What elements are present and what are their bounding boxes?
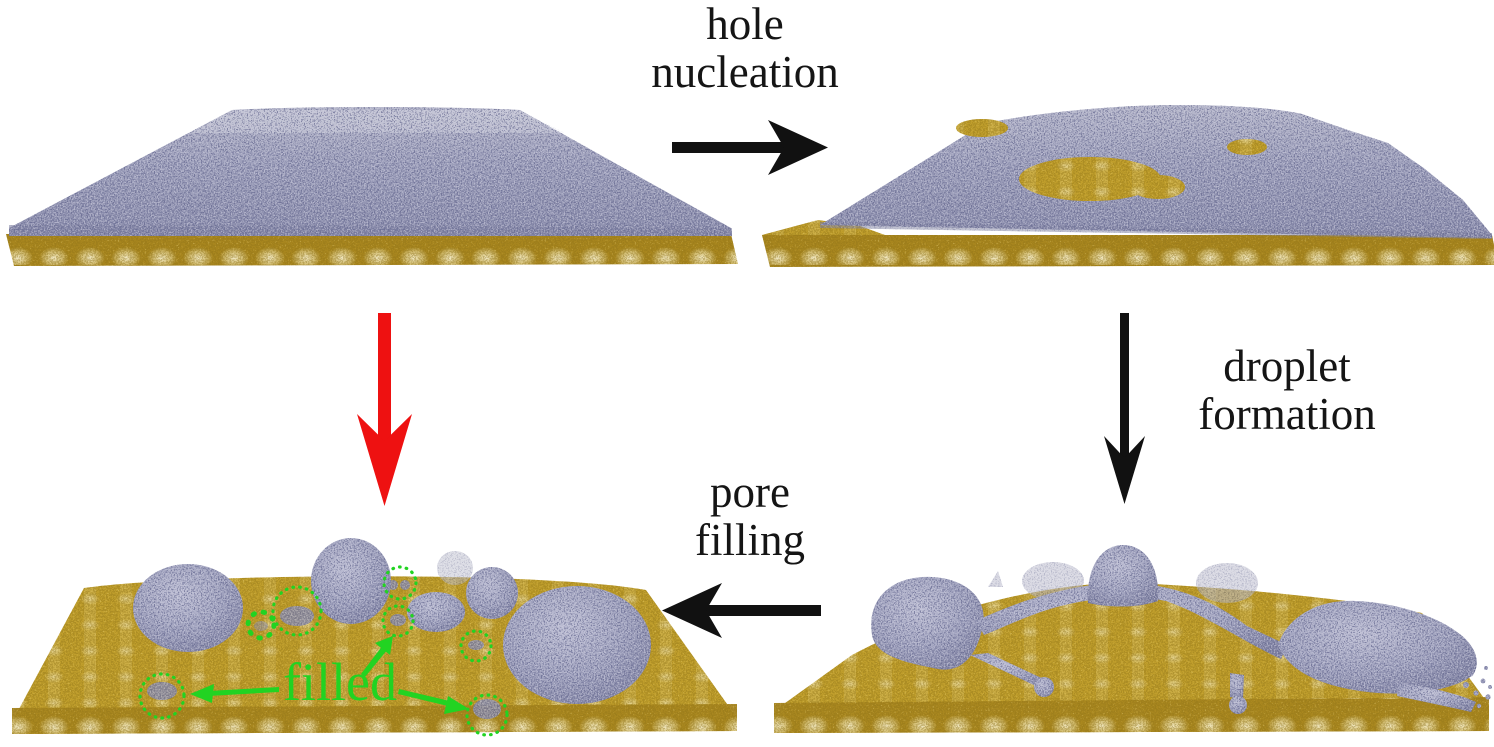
pore-plug — [254, 621, 268, 631]
label-pore-filling: pore filling — [620, 468, 880, 564]
label-line: nucleation — [651, 47, 839, 97]
pore-plug — [147, 682, 177, 700]
panel-hole-nucleation — [762, 105, 1494, 267]
hole-large-lobe — [1131, 175, 1185, 199]
pore-plug — [390, 614, 406, 626]
label-droplet-formation: droplet formation — [1157, 342, 1417, 438]
hole-small-left — [956, 119, 1008, 137]
label-line: formation — [1198, 389, 1376, 439]
liquid-spray — [1463, 666, 1492, 709]
dotted-circle — [245, 609, 277, 641]
pointer-arrow — [190, 684, 279, 703]
label-hole-nucleation: hole nucleation — [595, 0, 895, 96]
liquid-drip-bead — [1229, 696, 1247, 714]
liquid-drip-bead — [1034, 677, 1054, 697]
panel-pore-filling: filled — [12, 538, 737, 737]
droplet — [503, 586, 651, 704]
substrate-front-face — [6, 234, 738, 266]
liquid-blob-right — [1278, 600, 1477, 694]
dotted-circle — [381, 604, 415, 638]
filled-pores — [147, 580, 501, 719]
dewetting-liquid — [871, 545, 1492, 714]
left-arrow — [662, 583, 821, 638]
droplet — [311, 538, 391, 624]
pore-plug — [468, 640, 484, 650]
dotted-circle — [465, 693, 509, 737]
droplet-faint — [437, 551, 473, 585]
liquid-blob-left — [871, 576, 984, 670]
pointer-arrow — [361, 636, 393, 677]
pore-plug — [400, 580, 410, 590]
dotted-circle — [138, 672, 186, 720]
liquid-drip — [970, 653, 1048, 687]
label-line: filling — [695, 515, 805, 565]
filled-label: filled — [283, 652, 397, 712]
hole-small-right — [1227, 139, 1267, 155]
label-line: pore — [710, 467, 790, 517]
pore-plug — [280, 606, 314, 626]
pore-plug — [388, 580, 398, 590]
green-annotations — [138, 565, 509, 737]
green-pointer-arrows — [190, 636, 469, 714]
dotted-circle — [271, 585, 323, 637]
droplet — [466, 567, 518, 619]
hole-large — [1019, 157, 1161, 201]
dotted-circle — [459, 629, 493, 663]
dewetting-holes — [956, 119, 1267, 201]
dotted-circle — [382, 565, 418, 601]
liquid-drip — [1230, 673, 1244, 699]
panel-droplet-formation — [774, 545, 1492, 733]
droplet-faint — [988, 571, 1003, 587]
down-arrow — [1104, 313, 1145, 504]
droplets — [133, 538, 651, 704]
liquid-dome-center — [1087, 545, 1159, 607]
droplet — [133, 564, 243, 652]
pointer-arrow — [398, 689, 469, 714]
label-line: droplet — [1223, 341, 1351, 391]
liquid-film — [9, 107, 732, 236]
pore-plug — [473, 699, 501, 719]
liquid-tail — [1397, 683, 1476, 712]
droplet — [407, 592, 465, 632]
right-arrow — [672, 120, 828, 175]
label-line: hole — [706, 0, 784, 49]
panel-continuous-film — [6, 107, 738, 266]
red-down-arrow — [357, 313, 412, 506]
liquid-ridge — [976, 582, 1287, 659]
droplet-faint — [1196, 563, 1258, 603]
